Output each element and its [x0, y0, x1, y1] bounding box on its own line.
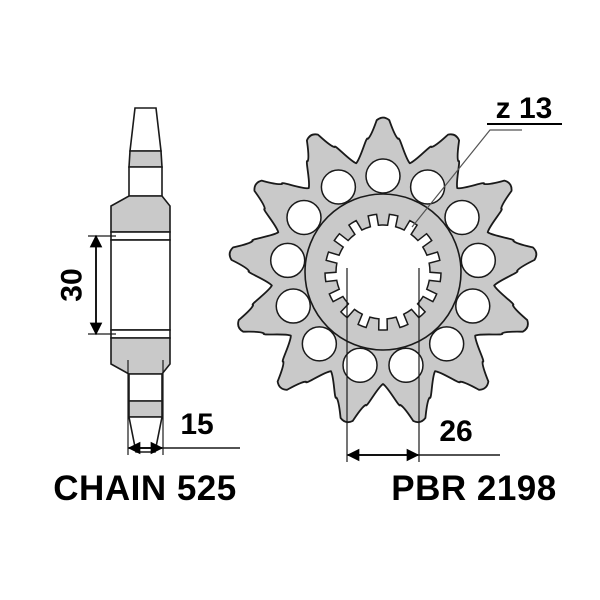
dimension-15-group: 15 [127, 360, 240, 455]
profile-lower-white-band [128, 373, 163, 402]
lightening-hole [286, 199, 322, 236]
z13-leader-line [411, 129, 522, 228]
lightening-hole [460, 242, 497, 279]
callout-z13-group: z 13 [411, 92, 562, 228]
profile-upper-white-band [128, 166, 163, 197]
dimension-30-group: 30 [56, 234, 116, 336]
profile-upper-shoulder [110, 195, 171, 233]
sprocket-face-view [228, 116, 538, 424]
lightening-hole [428, 326, 465, 362]
lightening-hole [444, 199, 480, 236]
profile-upper-separator [110, 231, 171, 241]
lightening-hole [388, 347, 424, 383]
lightening-hole [342, 347, 378, 383]
profile-central-body [110, 239, 171, 331]
lightening-holes-group [269, 158, 497, 383]
lightening-hole [455, 288, 491, 324]
hub-boundary-circle [304, 193, 462, 351]
profile-lower-shoulder [110, 337, 171, 375]
caption-pbr-2198: PBR 2198 [391, 469, 556, 508]
dimension-30-label: 30 [56, 268, 89, 301]
dimension-26-label: 26 [439, 415, 472, 448]
caption-chain-525: CHAIN 525 [53, 469, 236, 508]
lightening-hole [275, 288, 311, 324]
lightening-hole [365, 158, 401, 194]
profile-lower-gray-band [128, 400, 163, 418]
lightening-hole [301, 326, 338, 362]
profile-upper-gray-band [128, 150, 163, 168]
profile-lower-separator [110, 329, 171, 339]
dimension-15-label: 15 [180, 408, 213, 441]
lightening-hole [269, 242, 306, 279]
lightening-hole [320, 169, 357, 205]
lightening-hole [409, 169, 446, 205]
callout-z13-label: z 13 [496, 92, 553, 125]
internal-spline-bore [324, 213, 442, 331]
profile-upper-tooth-tip [129, 107, 162, 152]
dimension-26-group: 26 [346, 268, 500, 462]
